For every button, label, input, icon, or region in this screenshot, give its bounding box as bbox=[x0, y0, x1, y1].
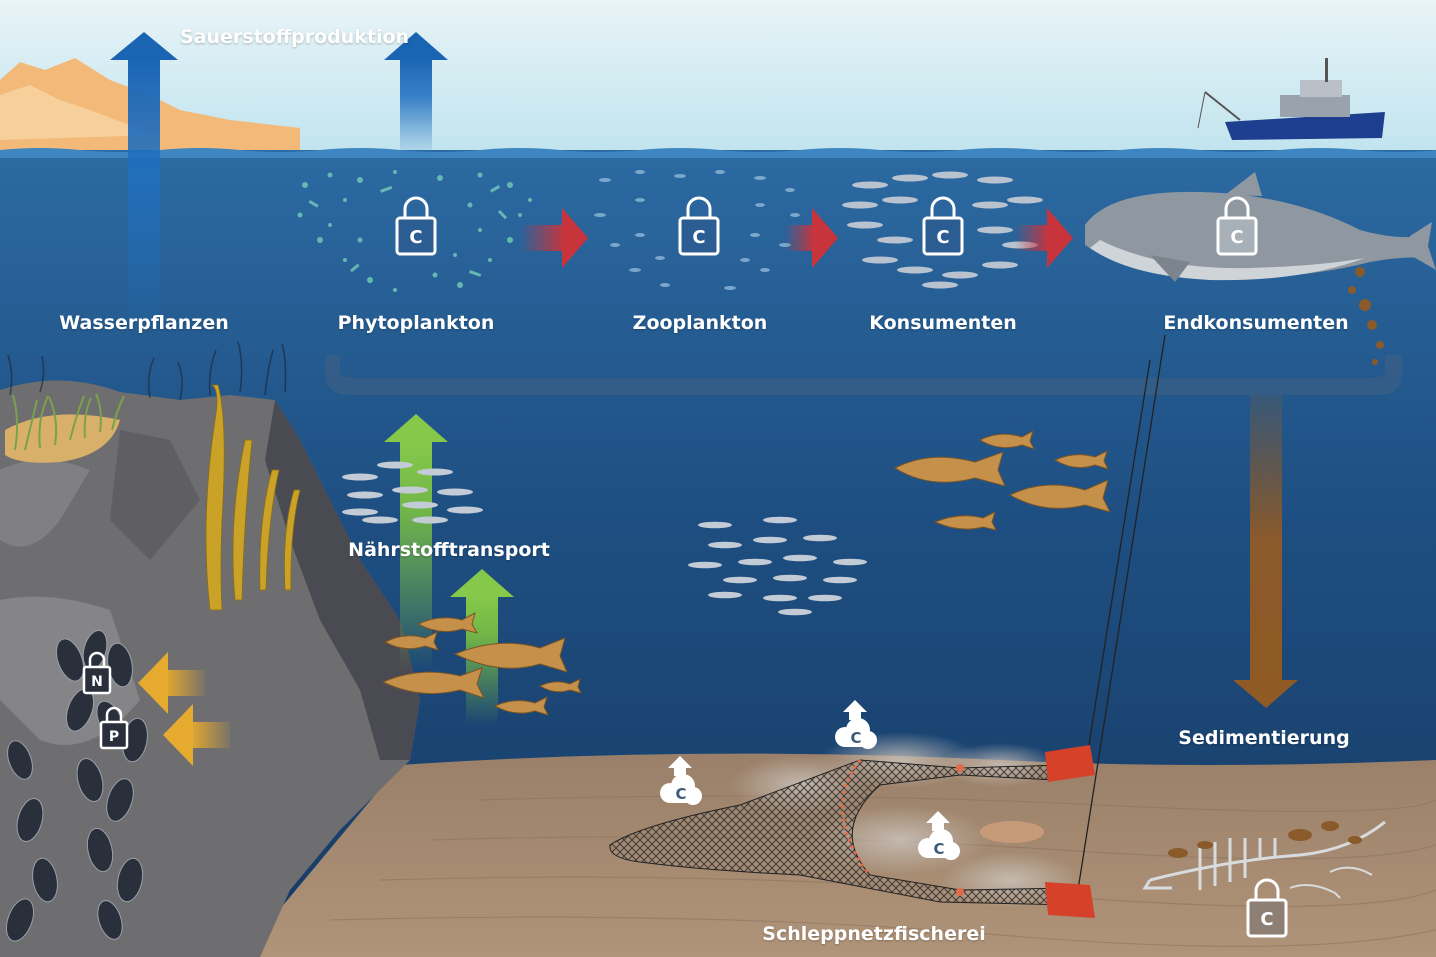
trawl-warps bbox=[1077, 334, 1166, 891]
flatfish bbox=[980, 821, 1044, 843]
carbon-symbol: C bbox=[675, 785, 686, 803]
label-bottom-trawling: Schleppnetzfischerei bbox=[762, 923, 986, 945]
kelp bbox=[205, 384, 301, 611]
label-seagrass: Wasserpflanzen bbox=[59, 312, 229, 334]
oxygen-arrows bbox=[110, 32, 448, 330]
zooplankton-cluster bbox=[594, 170, 800, 290]
nitrogen-symbol: N bbox=[91, 674, 103, 690]
water-surface bbox=[0, 148, 1436, 158]
carbon-symbol: C bbox=[1260, 909, 1273, 930]
label-zooplankton: Zooplankton bbox=[632, 312, 768, 334]
sedimentation-arrow bbox=[1233, 395, 1298, 708]
fishing-boat bbox=[1197, 58, 1385, 140]
cod-fish-group bbox=[381, 429, 1111, 716]
cliff-shade bbox=[265, 400, 420, 760]
carbon-lock-icons bbox=[395, 196, 1258, 256]
label-oxygen-production: Sauerstoffproduktion bbox=[180, 26, 410, 48]
herring-school-top bbox=[842, 171, 1043, 289]
herring-school-left bbox=[342, 461, 483, 524]
fish-skeletons bbox=[1289, 866, 1373, 899]
label-consumers: Konsumenten bbox=[869, 312, 1017, 334]
label-nutrient-transport: Nährstofftransport bbox=[348, 539, 550, 561]
carbon-release-icons bbox=[660, 700, 960, 860]
nutrient-lock-icons bbox=[82, 651, 129, 750]
label-top-consumers: Endkonsumenten bbox=[1163, 312, 1349, 334]
sediment-deposits bbox=[1168, 821, 1362, 858]
fecal-particles bbox=[1348, 267, 1384, 365]
mountain-shade bbox=[0, 85, 160, 140]
carbon-symbol: C bbox=[933, 840, 944, 858]
carbon-symbol: C bbox=[1230, 227, 1243, 248]
otter-boards bbox=[1045, 745, 1095, 918]
carbon-symbol: C bbox=[692, 227, 705, 248]
carbon-symbol: C bbox=[409, 227, 422, 248]
cliff-top-sand bbox=[5, 414, 120, 463]
herring-school-center bbox=[688, 516, 867, 616]
trawl-net bbox=[609, 759, 1073, 906]
carbon-symbol: C bbox=[936, 227, 949, 248]
food-chain-arrows bbox=[520, 208, 1073, 268]
nutrient-release-arrows bbox=[138, 652, 230, 766]
collection-bracket bbox=[325, 355, 1402, 395]
label-phytoplankton: Phytoplankton bbox=[337, 312, 495, 334]
label-sedimentation: Sedimentierung bbox=[1178, 727, 1350, 749]
carbon-symbol: C bbox=[850, 729, 861, 747]
phytoplankton-cluster bbox=[297, 170, 532, 292]
phosphorus-symbol: P bbox=[109, 729, 119, 745]
seabed-carbon-lock bbox=[1246, 878, 1288, 938]
